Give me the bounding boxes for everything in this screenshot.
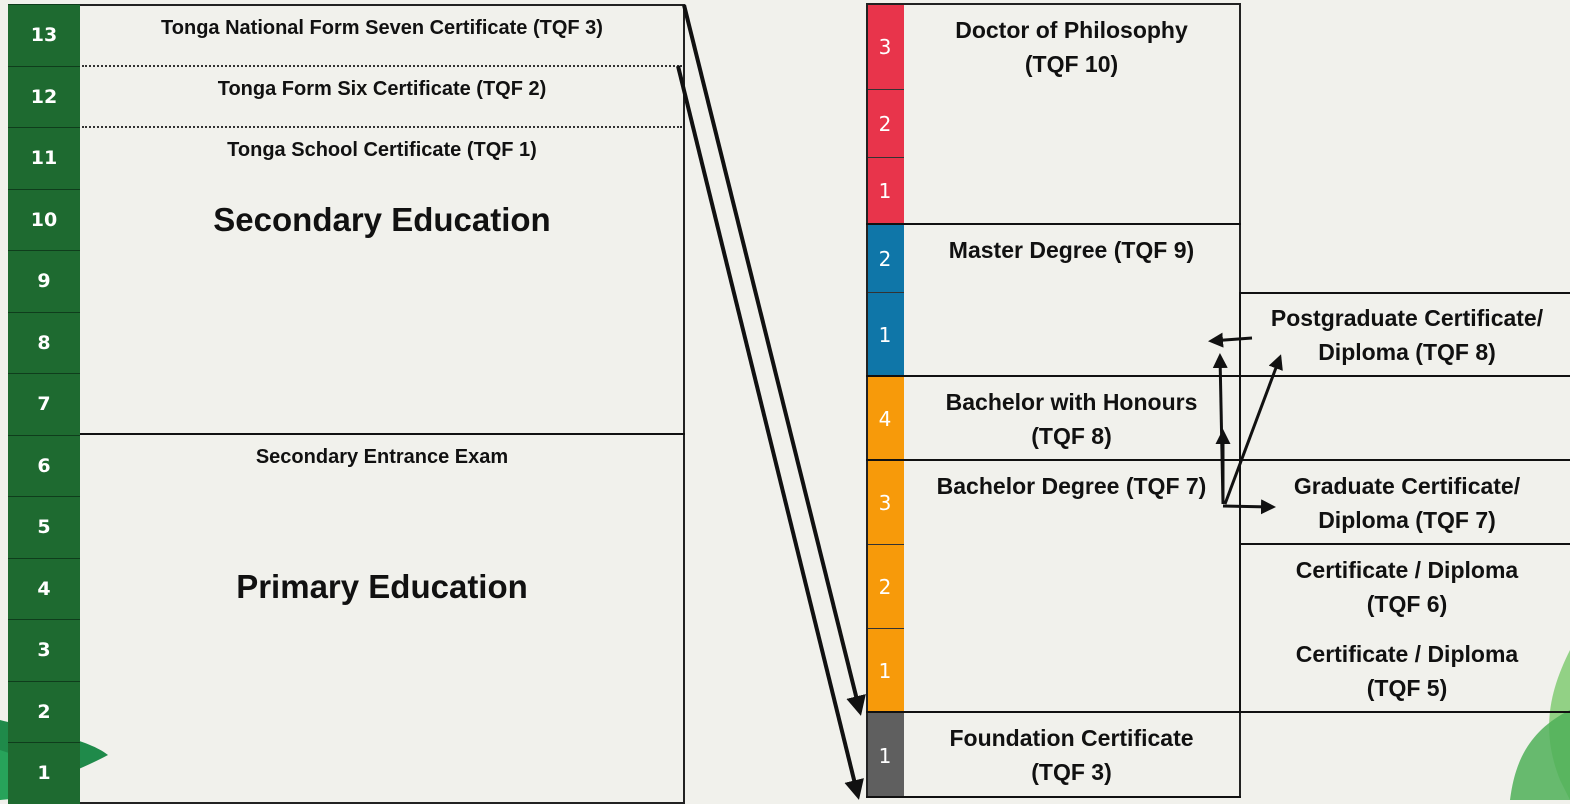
arrow-form-six-to-foundation [676,65,864,800]
foundation-label: Foundation Certificate (TQF 3) [949,725,1194,785]
school-certificate: Tonga School Certificate (TQF 1) [227,139,537,161]
arrow-postgrad-to-master [1208,332,1253,348]
cert5-label: Certificate / Diploma (TQF 5) [1295,641,1519,701]
school-year-7: 7 [8,373,80,435]
honours-label: Bachelor with Honours (TQF 8) [945,389,1198,449]
divider-phd-master [866,223,1241,225]
school-year-8: 8 [8,311,80,373]
school-year-10: 10 [8,188,80,250]
school-year-11: 11 [8,127,80,189]
school-year-4: 4 [8,557,80,619]
tertiary-year-9: 1 [866,712,904,798]
form-seven-certificate: Tonga National Form Seven Certificate (T… [161,17,603,39]
graduate-label: Graduate Certificate/ Diploma (TQF 7) [1293,473,1521,533]
secondary-entrance-exam: Secondary Entrance Exam [255,446,509,468]
tertiary-year-4: 1 [866,292,904,376]
secondary-education-title: Secondary Education [213,201,551,238]
school-year-12: 12 [8,65,80,127]
school-year-9: 9 [8,250,80,312]
school-year-5: 5 [8,496,80,558]
school-year-2: 2 [8,680,80,742]
divider-dotted-12-11 [82,126,682,128]
primary-education-title: Primary Education [236,568,528,605]
tertiary-year-2: 1 [866,157,904,224]
arrow-bachelor-to-postgrad [1223,354,1283,505]
school-year-3: 3 [8,619,80,681]
divider-cert-graduate [1240,543,1570,545]
tertiary-year-7: 2 [866,544,904,628]
divider-postgrad-top [1240,292,1570,294]
tertiary-year-3: 2 [866,224,904,292]
divider-foundation [866,711,1570,713]
divider-honours-bachelor [866,459,1570,461]
arrow-form-seven-to-foundation [682,4,866,716]
school-year-6: 6 [8,434,80,496]
cert6-label: Certificate / Diploma (TQF 6) [1295,557,1519,617]
tertiary-year-6: 3 [866,460,904,544]
divider-secondary-primary [80,433,685,435]
divider-bottom [866,796,1241,798]
tertiary-year-1: 2 [866,89,904,157]
school-year-1: 1 [8,742,80,804]
tertiary-year-0: 3 [866,4,904,89]
divider-dotted-13-12 [82,65,682,67]
tertiary-year-5: 4 [866,376,904,460]
divider-master-honours [866,375,1570,377]
certificate-column-border [1239,292,1241,712]
form-six-certificate: Tonga Form Six Certificate (TQF 2) [217,78,547,100]
arrow-bachelor-to-graduate [1222,499,1276,515]
tertiary-year-8: 1 [866,628,904,712]
school-year-13: 13 [8,4,80,66]
phd-label: Doctor of Philosophy (TQF 10) [955,17,1188,77]
bachelor-label: Bachelor Degree (TQF 7) [936,473,1207,499]
leaf-decoration-right [1510,650,1570,800]
postgrad-label: Postgraduate Certificate/ Diploma (TQF 8… [1270,305,1544,365]
master-label: Master Degree (TQF 9) [948,237,1195,263]
